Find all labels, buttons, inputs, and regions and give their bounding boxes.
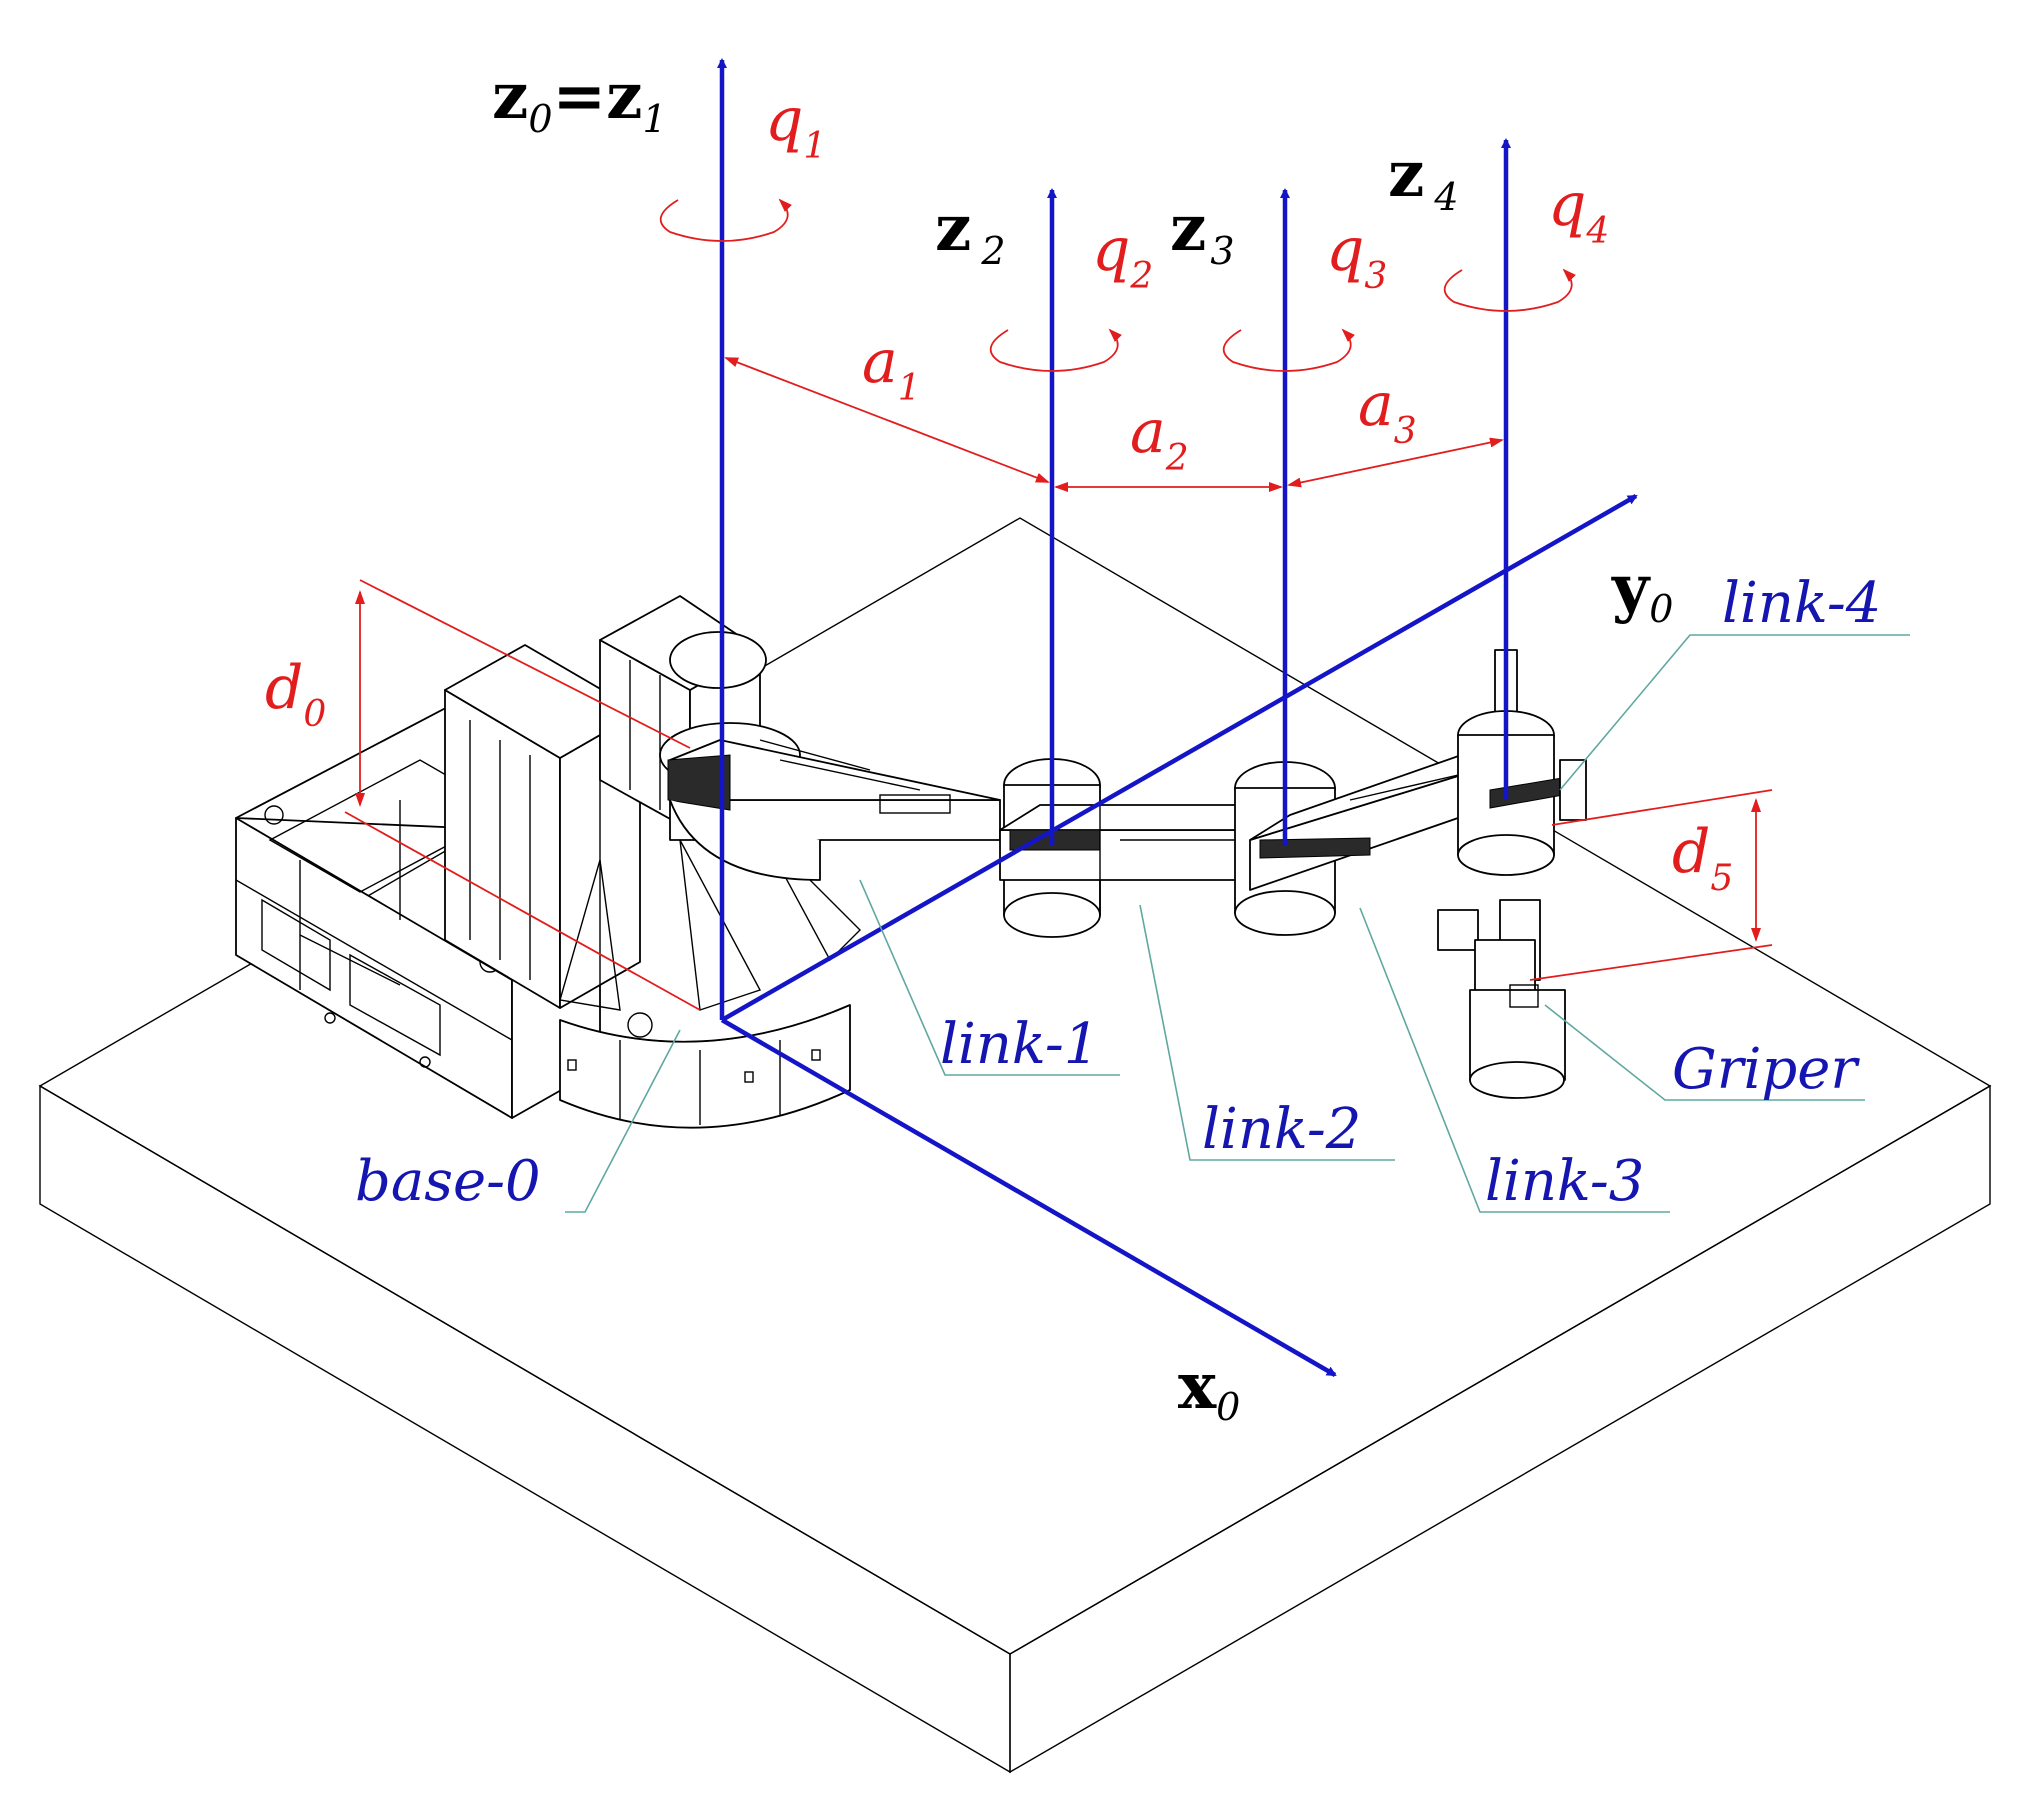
gripper-body xyxy=(1437,899,1566,1099)
x0-label: x0 xyxy=(1178,1349,1240,1429)
d5-label: d5 xyxy=(1672,817,1733,899)
q3-label: q3 xyxy=(1326,215,1387,297)
q1-label: q1 xyxy=(765,85,826,167)
q4-label: q4 xyxy=(1548,170,1609,252)
part-labels: base-0 link-1 link-2 link-3 link-4 Gripe… xyxy=(355,571,1881,1214)
dimension-labels: a1 a2 a3 d0 d5 xyxy=(265,327,1733,899)
q4-rotation xyxy=(1443,268,1577,312)
link-3-body xyxy=(1234,744,1511,936)
z0-z1-label: z0=z1 xyxy=(492,59,667,141)
d0-label: d0 xyxy=(265,653,326,735)
gripper-label: Griper xyxy=(1672,1037,1860,1102)
work-table xyxy=(38,517,1992,1774)
base-0-label: base-0 xyxy=(355,1149,541,1214)
link-4-label: link-4 xyxy=(1722,571,1881,636)
q2-label: q2 xyxy=(1092,215,1153,297)
y0-label: y0 xyxy=(1611,551,1673,631)
link-4-body xyxy=(1457,649,1587,876)
q3-rotation xyxy=(1222,328,1356,372)
rotation-indicators xyxy=(659,198,1577,372)
y0-axis xyxy=(720,494,1638,1022)
x0-axis xyxy=(720,1018,1337,1377)
link-3-label: link-3 xyxy=(1485,1149,1644,1214)
joint-labels: q1 q2 q3 q4 xyxy=(765,85,1609,297)
a1-dimension xyxy=(724,357,1050,483)
a3-dimension xyxy=(1287,437,1504,488)
coordinate-axes xyxy=(717,58,1638,1377)
link-1-label: link-1 xyxy=(940,1012,1099,1077)
dimension-lines xyxy=(344,357,1773,1011)
q2-rotation xyxy=(989,328,1123,372)
a3-label: a3 xyxy=(1358,370,1417,452)
link-2-body xyxy=(999,758,1281,938)
a2-label: a2 xyxy=(1130,397,1189,479)
a1-label: a1 xyxy=(862,327,921,409)
link-1-body xyxy=(659,722,1001,881)
q1-rotation xyxy=(659,198,793,242)
link-2-label: link-2 xyxy=(1202,1097,1361,1162)
leader-lines xyxy=(565,634,1910,1213)
